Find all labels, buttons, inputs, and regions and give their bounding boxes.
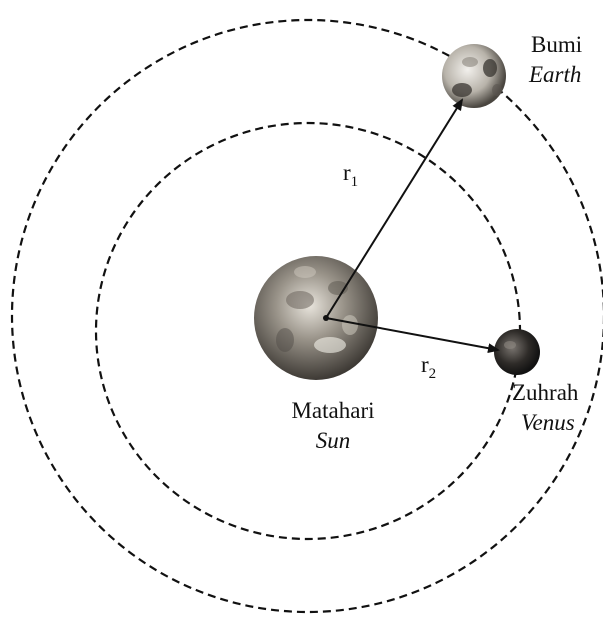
r1-arrow <box>326 100 462 318</box>
earth-label-en: Earth <box>528 62 581 87</box>
sun-label: Matahari <box>291 398 374 423</box>
venus-label-en: Venus <box>521 410 575 435</box>
venus-icon <box>494 329 540 375</box>
r2-label: r2 <box>421 352 436 382</box>
venus-label: Zuhrah <box>512 380 579 405</box>
sun-icon <box>254 256 378 380</box>
r1-label: r1 <box>343 160 358 190</box>
sun-label-en: Sun <box>316 428 351 453</box>
earth-label: Bumi <box>531 32 582 57</box>
earth-icon <box>442 44 506 108</box>
sun-center-dot <box>323 315 329 321</box>
